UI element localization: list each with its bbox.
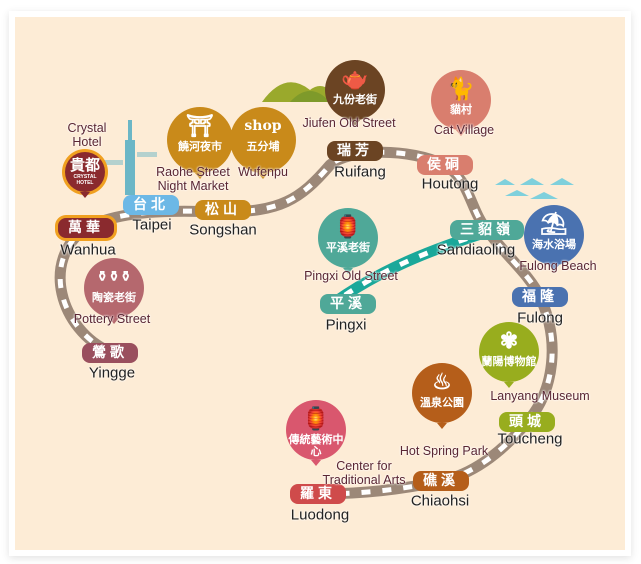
museum-icon: ✾: [499, 328, 519, 354]
attraction-lanyang-museum-zh: 蘭陽博物館: [481, 355, 537, 368]
station-taipei-button[interactable]: 台北: [123, 195, 179, 215]
sky-lantern-icon: 🏮: [334, 214, 362, 240]
station-sandiaoling-label: Sandiaoling: [436, 241, 516, 259]
station-wanhua-label: Wanhua: [60, 241, 116, 259]
attraction-pottery-street-label: Pottery Street: [73, 312, 151, 326]
station-pingxi-label: Pingxi: [325, 316, 367, 334]
station-houtong-label: Houtong: [421, 175, 479, 193]
main-line-track: [54, 146, 558, 500]
hotel-name-sub: CRYSTAL HOTEL: [73, 174, 97, 186]
attraction-jiufen-old-street-label: Jiufen Old Street: [302, 116, 396, 130]
station-taipei-label: Taipei: [132, 216, 172, 234]
attraction-fulong-beach-zh: 海水浴場: [532, 238, 576, 251]
station-chiaohsi-label: Chiaohsi: [410, 492, 470, 510]
attraction-raohe-street-night-market-zh: 饒河夜市: [178, 140, 222, 153]
station-fulong-button[interactable]: 福隆: [512, 287, 568, 307]
station-toucheng-label: Toucheng: [497, 430, 563, 448]
attraction-pingxi-old-street-zh: 平溪老街: [326, 241, 370, 254]
attraction-pottery-street-zh: 陶瓷老街: [92, 291, 136, 304]
station-houtong-button[interactable]: 侯硐: [417, 155, 473, 175]
station-ruifang-label: Ruifang: [334, 163, 386, 181]
hot-spring-icon: ♨: [432, 369, 452, 395]
station-chiaohsi-button[interactable]: 礁溪: [413, 471, 469, 491]
attraction-raohe-street-night-market-marker[interactable]: ⛩饒河夜市: [167, 107, 233, 179]
gate-icon: ⛩: [186, 113, 214, 139]
attraction-lanyang-museum-label: Lanyang Museum: [490, 389, 590, 403]
attraction-crystal-hotel-label: Crystal Hotel: [67, 121, 107, 149]
station-sandiaoling-button[interactable]: 三貂嶺: [450, 220, 524, 240]
shopping-bag-icon: shop: [244, 118, 282, 134]
attraction-fulong-beach-marker[interactable]: ⛱海水浴場: [524, 205, 584, 271]
station-yingge-button[interactable]: 鶯歌: [82, 343, 138, 363]
attraction-cat-village-zh: 貓村: [450, 103, 472, 116]
station-pingxi-button[interactable]: 平溪: [320, 294, 376, 314]
attraction-cat-village-marker[interactable]: 🐈貓村: [431, 70, 491, 136]
attraction-pingxi-old-street-label: Pingxi Old Street: [304, 269, 398, 283]
station-ruifang-button[interactable]: 瑞芳: [327, 141, 383, 161]
attraction-wufenpu-marker[interactable]: shop 五分埔: [230, 107, 296, 179]
attraction-raohe-street-night-market-label: Raohe Street Night Market: [156, 165, 230, 193]
lantern-icon: 🏮: [302, 406, 330, 432]
pottery-icon: ⚱⚱⚱: [96, 269, 132, 285]
teapot-icon: 🫖: [341, 66, 369, 92]
cat-icon: 🐈: [447, 76, 475, 102]
station-fulong-label: Fulong: [517, 309, 563, 327]
station-wanhua-button[interactable]: 萬華: [58, 218, 114, 238]
attraction-fulong-beach-label: Fulong Beach: [519, 259, 597, 273]
station-songshan-button[interactable]: 松山: [195, 200, 251, 220]
hotel-name-zh: 貴都: [69, 156, 100, 174]
mountains: [262, 82, 340, 102]
attraction-hot-spring-park-marker[interactable]: ♨溫泉公園: [412, 363, 472, 429]
attraction-hot-spring-park-zh: 溫泉公園: [420, 396, 464, 409]
waves: [495, 178, 574, 199]
beach-umbrella-icon: ⛱: [540, 211, 568, 237]
station-songshan-label: Songshan: [189, 221, 257, 239]
attraction-wufenpu-label: Wufenpu: [238, 165, 288, 179]
attraction-center-for-traditional-arts-label: Center for Traditional Arts: [322, 459, 406, 487]
station-yingge-label: Yingge: [88, 364, 136, 382]
attraction-pingxi-old-street-marker[interactable]: 🏮平溪老街: [318, 208, 378, 274]
attraction-hot-spring-park-label: Hot Spring Park: [399, 444, 489, 458]
attraction-jiufen-old-street-marker[interactable]: 🫖九份老街: [325, 60, 385, 126]
station-luodong-button[interactable]: 羅東: [290, 484, 346, 504]
attraction-pottery-street-marker[interactable]: ⚱⚱⚱ 陶瓷老街: [84, 258, 144, 324]
attraction-jiufen-old-street-zh: 九份老街: [333, 93, 377, 106]
attraction-lanyang-museum-marker[interactable]: ✾蘭陽博物館: [479, 322, 539, 388]
attraction-center-for-traditional-arts-zh: 傳統藝術中心: [288, 433, 344, 458]
attraction-cat-village-label: Cat Village: [433, 123, 495, 137]
taipei-101-icon: [103, 120, 157, 195]
station-toucheng-button[interactable]: 頭城: [499, 412, 555, 432]
attraction-center-for-traditional-arts-marker[interactable]: 🏮傳統藝術中心: [286, 400, 346, 466]
station-luodong-label: Luodong: [290, 506, 350, 524]
attraction-wufenpu-zh: 五分埔: [246, 140, 280, 153]
